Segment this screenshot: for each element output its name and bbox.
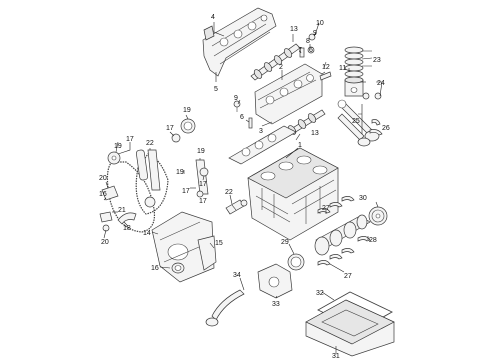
oil-pump <box>257 263 293 299</box>
connecting-rods <box>337 99 380 147</box>
cylinder-head <box>254 63 323 125</box>
crankshaft <box>314 214 371 256</box>
camshaft-upper <box>250 43 301 81</box>
oil-pan <box>305 299 395 357</box>
callout-11: 11 <box>339 65 346 72</box>
tensioner-20-21 <box>99 185 119 232</box>
callout-8: 8 <box>306 38 310 45</box>
callout-10: 10 <box>316 20 324 27</box>
valve-cover <box>202 7 277 77</box>
piston-pin-clips <box>362 92 382 100</box>
engine-block <box>247 147 339 241</box>
callout-19c: 19 <box>197 148 205 155</box>
callout-24: 24 <box>377 80 385 87</box>
piston <box>344 76 364 97</box>
callout-22a: 22 <box>146 140 154 147</box>
callout-19d: 19 <box>176 169 184 176</box>
callout-18: 18 <box>123 225 131 232</box>
callout-19b: 19 <box>114 143 122 150</box>
callout-3: 3 <box>259 128 263 135</box>
callout-33: 33 <box>272 301 280 308</box>
callouts: 4 5 13 10 9 8 7 6 2 12 11 23 24 25 26 9 … <box>99 14 390 360</box>
callout-14: 14 <box>143 230 151 237</box>
callout-28: 28 <box>369 237 377 244</box>
callout-1: 1 <box>298 142 302 149</box>
callout-2: 2 <box>279 64 283 71</box>
callout-17d: 17 <box>199 198 207 205</box>
callout-4: 4 <box>211 14 215 21</box>
callout-9b: 9 <box>234 95 238 102</box>
thrust-bearing-28 <box>357 236 371 242</box>
chain-guide-22 <box>147 149 161 191</box>
callout-19a: 19 <box>183 107 191 114</box>
callout-30: 30 <box>359 195 367 202</box>
rear-seal-29 <box>287 253 305 271</box>
leader-lines <box>103 22 383 354</box>
callout-6b: 6 <box>240 114 244 121</box>
callout-26: 26 <box>382 125 390 132</box>
crank-seal-16 <box>171 262 185 274</box>
piston-rings <box>344 46 364 78</box>
crankshaft-pulley-30 <box>368 206 388 226</box>
callout-16a: 16 <box>99 191 107 198</box>
callout-23: 23 <box>373 57 381 64</box>
callout-27b: 27 <box>344 273 352 280</box>
callout-22b: 22 <box>225 189 233 196</box>
callout-17c: 17 <box>199 181 207 188</box>
rod-bearings <box>369 119 383 136</box>
callout-15: 15 <box>215 240 223 247</box>
callout-32: 32 <box>316 290 324 297</box>
head-gasket <box>228 125 297 165</box>
main-bearings-27 <box>317 196 355 266</box>
callout-13b: 13 <box>311 130 319 137</box>
callout-17b: 17 <box>126 136 134 143</box>
callout-27a: 27 <box>322 205 330 212</box>
oil-pickup-tube <box>205 289 245 327</box>
callout-17a: 17 <box>166 125 174 132</box>
callout-16b: 16 <box>151 265 159 272</box>
callout-7: 7 <box>298 47 302 54</box>
callout-25: 25 <box>352 118 360 125</box>
callout-9: 9 <box>313 30 317 37</box>
callout-31: 31 <box>332 353 340 360</box>
callout-21: 21 <box>118 207 126 214</box>
oil-sensor-22 <box>225 199 248 215</box>
camshaft-lower <box>285 109 326 137</box>
callout-20a: 20 <box>99 175 107 182</box>
callout-29: 29 <box>281 239 289 246</box>
callout-12: 12 <box>322 64 330 71</box>
callout-5: 5 <box>214 86 218 93</box>
callout-34: 34 <box>233 272 241 279</box>
timing-chain-left <box>106 151 156 233</box>
callout-20b: 20 <box>101 239 109 246</box>
guide-18 <box>117 212 137 225</box>
callout-6: 6 <box>309 47 313 54</box>
timing-cover <box>151 211 217 283</box>
callout-13: 13 <box>290 26 298 33</box>
callout-17e: 17 <box>182 188 190 195</box>
